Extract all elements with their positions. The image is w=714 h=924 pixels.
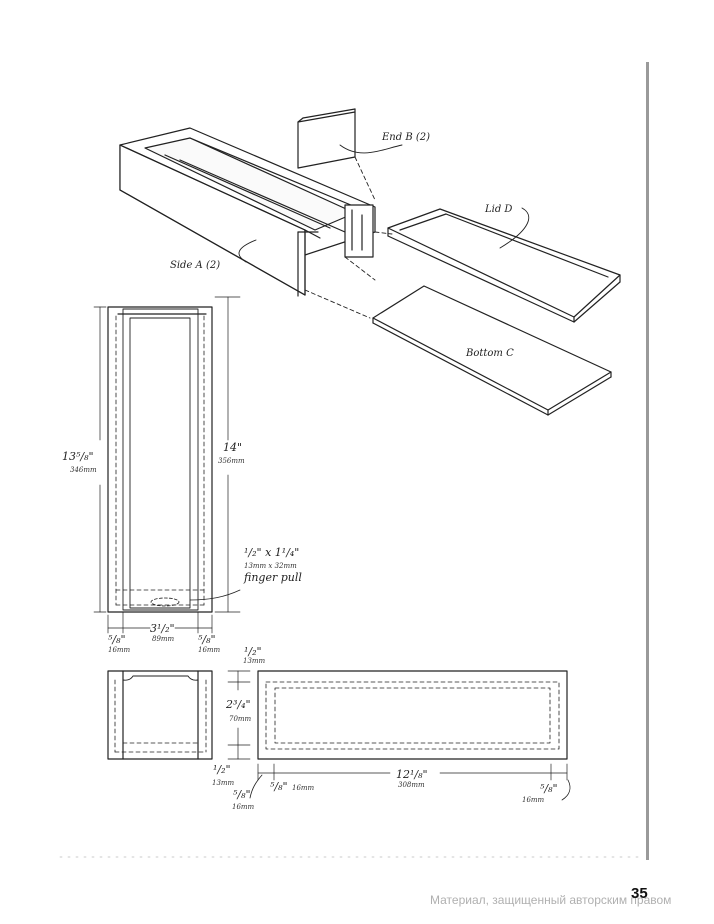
dim-finger-pull-size: ¹/₂" x 1¹/₄"	[244, 546, 299, 559]
end-b-part	[297, 108, 356, 169]
page-edge-shadow	[646, 62, 649, 860]
dim-side-height-mm: 70mm	[229, 715, 252, 723]
dim-end-thick: ⁵/₈"	[233, 788, 251, 801]
dim-inner-height-mm: 356mm	[218, 457, 245, 465]
dim-right-wall-mm: 16mm	[198, 646, 221, 654]
dim-bottom-groove-mm: 13mm	[212, 779, 235, 787]
dim-right-wall: ⁵/₈"	[198, 633, 216, 646]
dim-side-right-mm: 16mm	[522, 796, 545, 804]
dim-top-groove-mm: 13mm	[243, 657, 266, 665]
side-a-part	[119, 127, 376, 297]
label-bottom-c: Bottom C	[465, 348, 514, 359]
dim-width-mm: 89mm	[152, 635, 175, 643]
dim-left-wall: ⁵/₈"	[108, 633, 126, 646]
label-side-a: Side A (2)	[170, 260, 220, 271]
dim-side-length-mm: 308mm	[398, 781, 425, 789]
watermark-text: Материал, защищенный авторским правом	[430, 893, 672, 907]
label-lid-d: Lid D	[484, 204, 512, 215]
dim-bottom-groove: ¹/₂"	[213, 763, 231, 776]
label-end-b: End B (2)	[381, 132, 430, 143]
dim-width: 3¹/₂"	[150, 622, 175, 635]
dim-side-right: ⁵/₈"	[540, 782, 558, 795]
dim-end-thick-mm: 16mm	[232, 803, 255, 811]
dim-inner-height: 14"	[223, 441, 242, 454]
plan-view	[93, 296, 241, 634]
label-finger-pull: finger pull	[243, 571, 302, 584]
dim-finger-pull-size-mm: 13mm x 32mm	[244, 562, 297, 570]
dim-top-groove: ¹/₂"	[244, 645, 262, 658]
bottom-c-part	[372, 285, 612, 416]
lid-d-part	[387, 208, 621, 323]
page-number: 35	[631, 885, 648, 902]
side-view	[249, 670, 571, 801]
dim-side-length: 12¹/₈"	[396, 768, 428, 781]
dim-side-height: 2³/₄"	[225, 698, 251, 711]
dim-side-inset: ⁵/₈"	[270, 780, 288, 793]
dim-side-inset-mm: 16mm	[292, 784, 315, 792]
dim-left-wall-mm: 16mm	[108, 646, 131, 654]
dim-plan-height-mm: 346mm	[70, 466, 97, 474]
dim-plan-height: 13⁵/₈"	[62, 450, 94, 463]
end-view	[107, 670, 213, 760]
